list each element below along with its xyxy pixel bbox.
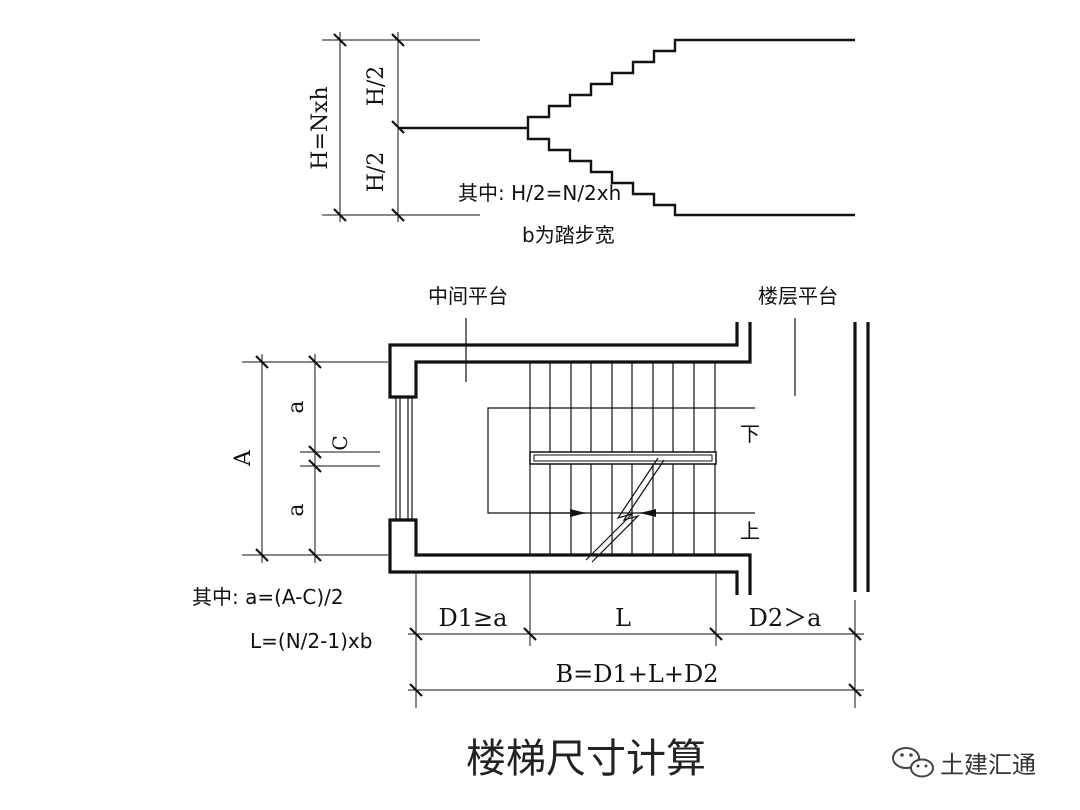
tick <box>333 208 347 222</box>
label-L: L <box>615 604 631 632</box>
tick <box>523 627 537 641</box>
label-D2: D2＞a <box>749 604 822 632</box>
tick <box>391 208 405 222</box>
watermark-text: 土建汇通 <box>940 751 1036 779</box>
handrail <box>529 451 717 465</box>
top-wall <box>388 322 752 399</box>
label-middle-landing: 中间平台 <box>428 284 508 308</box>
tick <box>409 683 423 697</box>
section-note-line2: b为踏步宽 <box>522 223 615 247</box>
upper-flight-profile <box>526 38 855 128</box>
break-line <box>585 457 659 561</box>
break-line-2 <box>591 459 665 563</box>
tick <box>409 627 423 641</box>
arrowhead <box>570 509 586 517</box>
tick <box>308 459 322 473</box>
tick <box>391 33 405 47</box>
bottom-wall <box>388 518 752 595</box>
wechat-icon <box>892 747 934 778</box>
watermark: 土建汇通 <box>892 747 1036 779</box>
section-view: H=Nxh H/2 H/2 其中: H/2=N/2xh b为踏步宽 <box>308 32 855 247</box>
lower-flight-profile <box>526 128 855 217</box>
tick <box>848 683 862 697</box>
label-B: B=D1+L+D2 <box>556 660 719 688</box>
arrowhead <box>640 509 656 517</box>
tick <box>308 355 322 369</box>
tick <box>709 627 723 641</box>
label-down: 下 <box>740 422 760 446</box>
label-a-top: a <box>284 400 309 413</box>
handrail-inner <box>533 454 713 462</box>
label-H-half-upper: H/2 <box>364 66 389 107</box>
section-note-line1: 其中: H/2=N/2xh <box>458 181 621 205</box>
label-floor-landing: 楼层平台 <box>758 284 838 308</box>
plan-view: 中间平台 楼层平台 下 上 <box>192 284 870 708</box>
label-A: A <box>231 449 256 467</box>
formula-line2: L=(N/2-1)xb <box>250 629 372 653</box>
window <box>395 396 413 521</box>
tick <box>255 355 269 369</box>
tick <box>255 548 269 562</box>
diagram-title: 楼梯尺寸计算 <box>466 736 706 782</box>
label-a-bottom: a <box>284 503 309 516</box>
label-H-half-lower: H/2 <box>364 152 389 193</box>
tick <box>848 627 862 641</box>
tick <box>333 33 347 47</box>
formula-line1: 其中: a=(A-C)/2 <box>192 585 344 609</box>
tick <box>308 445 322 459</box>
label-D1: D1≥a <box>439 604 508 632</box>
tick <box>308 548 322 562</box>
label-up: 上 <box>740 519 760 543</box>
label-H-total: H=Nxh <box>308 86 333 169</box>
label-C: C <box>328 435 352 450</box>
